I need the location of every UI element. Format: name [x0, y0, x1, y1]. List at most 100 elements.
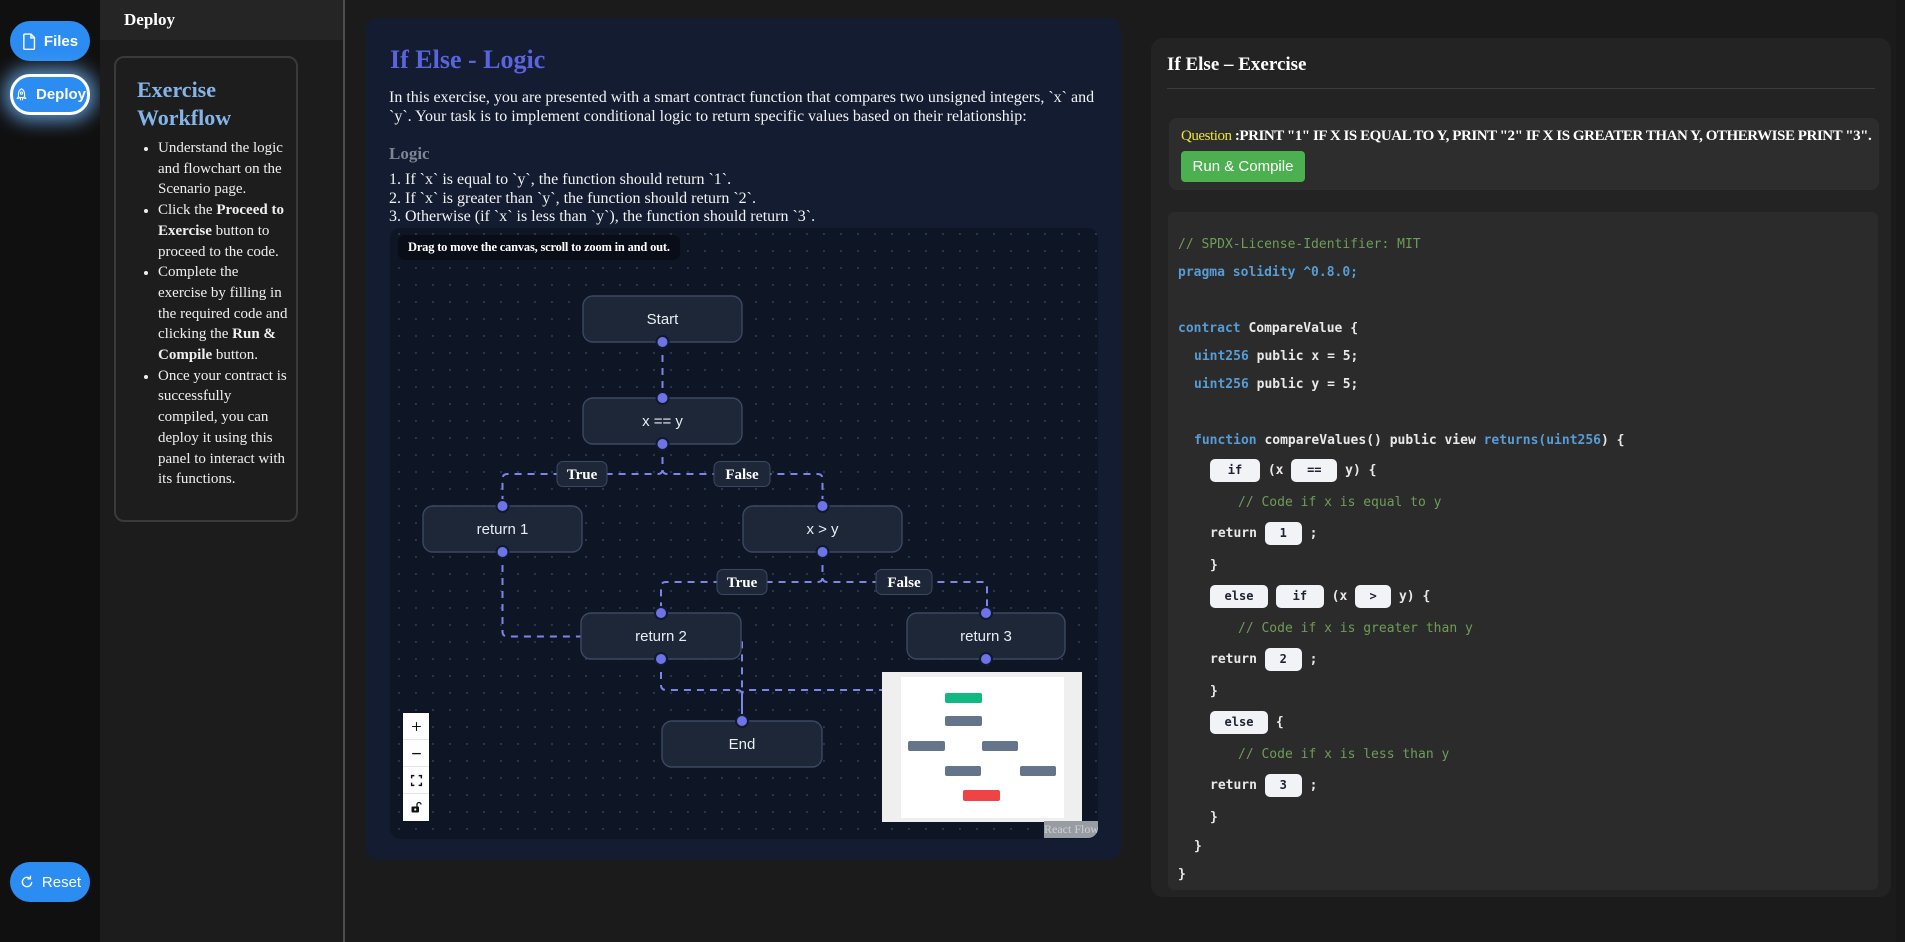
code-token: // Code if x is less than y — [1238, 746, 1450, 762]
code-token: returns(uint256 — [1483, 433, 1602, 448]
code-line: // Code if x is greater than y — [1174, 613, 1872, 645]
flow-edge — [501, 552, 743, 721]
workflow-step: Understand the logic and flowchart on th… — [158, 138, 291, 200]
code-line: // SPDX-License-Identifier: MIT — [1174, 231, 1872, 259]
code-line: return 1 ; — [1174, 518, 1872, 550]
zoom-out-button[interactable] — [403, 740, 429, 767]
code-line: contract CompareValue { — [1174, 315, 1872, 343]
scrollbar-track[interactable] — [1896, 0, 1905, 942]
code-token: public view — [1389, 433, 1484, 448]
code-token: CompareValue { — [1248, 321, 1359, 336]
code-token: return — [1210, 526, 1265, 541]
svg-text:x > y: x > y — [806, 521, 839, 538]
code-input-box[interactable]: == — [1291, 459, 1338, 482]
panel-resize-handle[interactable] — [343, 0, 345, 942]
react-flow-attribution[interactable]: React Flow — [1044, 821, 1098, 838]
code-line: } — [1174, 833, 1872, 861]
fit-view-button[interactable] — [403, 767, 429, 794]
rocket-icon — [16, 87, 27, 100]
node-handle[interactable] — [735, 714, 749, 728]
flow-node-return3[interactable]: return 3 — [906, 606, 1066, 666]
node-handle[interactable] — [495, 545, 510, 559]
code-token: ; — [1301, 652, 1318, 667]
workflow-steps-list: Understand the logic and flowchart on th… — [146, 138, 291, 490]
node-handle[interactable] — [655, 391, 670, 405]
deploy-panel-header: Deploy — [100, 0, 343, 40]
minimap-node — [981, 740, 1019, 752]
code-token: } — [1194, 839, 1202, 854]
files-button-label: Files — [43, 32, 79, 50]
code-input-box[interactable]: else — [1210, 711, 1268, 734]
code-token: y) { — [1391, 589, 1431, 604]
scenario-logic-subheading: Logic — [389, 144, 430, 163]
description-line: In this exercise, you are presented with… — [389, 89, 1095, 106]
description-line: `y`. Your task is to implement condition… — [389, 107, 1027, 125]
deploy-button-label: Deploy — [35, 86, 86, 103]
code-input-box[interactable]: 1 — [1264, 522, 1302, 545]
node-handle[interactable] — [979, 652, 993, 666]
code-token: ; — [1301, 526, 1318, 541]
deploy-button[interactable]: Deploy — [10, 74, 90, 115]
code-line: if (x == y) { — [1174, 455, 1872, 487]
code-line: pragma solidity ^0.8.0; — [1174, 259, 1872, 287]
reset-icon — [21, 875, 33, 888]
code-token: } — [1210, 683, 1218, 699]
code-input-box[interactable]: if — [1210, 459, 1260, 482]
code-line: // Code if x is less than y — [1174, 739, 1872, 771]
svg-text:return 3: return 3 — [960, 628, 1012, 645]
code-token: uint256 — [1194, 377, 1257, 392]
workflow-step: Complete the exercise by filling in the … — [158, 262, 291, 366]
scenario-rules: 1. If `x` is equal to `y`, the function … — [389, 171, 815, 227]
minimap-node — [963, 790, 1001, 801]
code-input-box[interactable]: 2 — [1264, 648, 1302, 671]
edge-label-true: True — [556, 461, 608, 487]
minimap-node — [1019, 765, 1057, 777]
flow-node-return1[interactable]: return 1 — [422, 499, 583, 559]
flow-node-return2[interactable]: return 2 — [580, 606, 742, 666]
code-line: else { — [1174, 707, 1872, 739]
files-button[interactable]: Files — [10, 21, 90, 61]
code-input-box[interactable]: if — [1275, 585, 1324, 608]
node-handle[interactable] — [655, 335, 670, 349]
code-line — [1174, 399, 1872, 427]
lock-button[interactable] — [403, 794, 429, 821]
node-handle[interactable] — [654, 652, 668, 666]
code-input-box[interactable]: else — [1210, 585, 1268, 608]
flow-node-cond2[interactable]: x > y — [742, 499, 903, 559]
node-handle[interactable] — [815, 499, 830, 513]
zoom-in-button[interactable] — [403, 713, 429, 740]
svg-text:x == y: x == y — [642, 413, 683, 430]
rule-line: 3. Otherwise (if `x` is less than `y`), … — [389, 208, 816, 226]
code-line: uint256 public y = 5; — [1174, 371, 1872, 399]
node-handle[interactable] — [654, 606, 668, 620]
code-token: } — [1178, 867, 1186, 882]
flow-node-end[interactable]: End — [661, 714, 823, 768]
run-compile-button[interactable]: Run & Compile — [1181, 151, 1305, 182]
code-line: function compareValues() public view ret… — [1174, 427, 1872, 455]
code-input-box[interactable]: > — [1355, 585, 1392, 608]
flow-node-cond1[interactable]: x == y — [582, 391, 743, 451]
fit-view-icon — [410, 774, 422, 786]
reset-button[interactable]: Reset — [10, 862, 90, 902]
code-line — [1174, 287, 1872, 315]
node-handle[interactable] — [815, 545, 830, 559]
code-input-box[interactable]: 3 — [1264, 774, 1302, 797]
code-token: public x = 5; — [1256, 349, 1359, 364]
flow-minimap[interactable] — [882, 672, 1082, 822]
flow-controls — [403, 713, 429, 821]
node-handle[interactable] — [655, 437, 670, 451]
unlock-icon — [411, 801, 422, 813]
minimap-mask — [1063, 676, 1082, 818]
code-line: } — [1174, 676, 1872, 708]
code-line: return 3 ; — [1174, 770, 1872, 802]
reset-button-label: Reset — [41, 873, 82, 891]
node-handle[interactable] — [495, 499, 510, 513]
flow-node-start[interactable]: Start — [582, 295, 743, 349]
svg-text:End: End — [729, 736, 756, 753]
code-line: // Code if x is equal to y — [1174, 487, 1872, 519]
node-handle[interactable] — [979, 606, 993, 620]
code-token: uint256 — [1194, 349, 1257, 364]
